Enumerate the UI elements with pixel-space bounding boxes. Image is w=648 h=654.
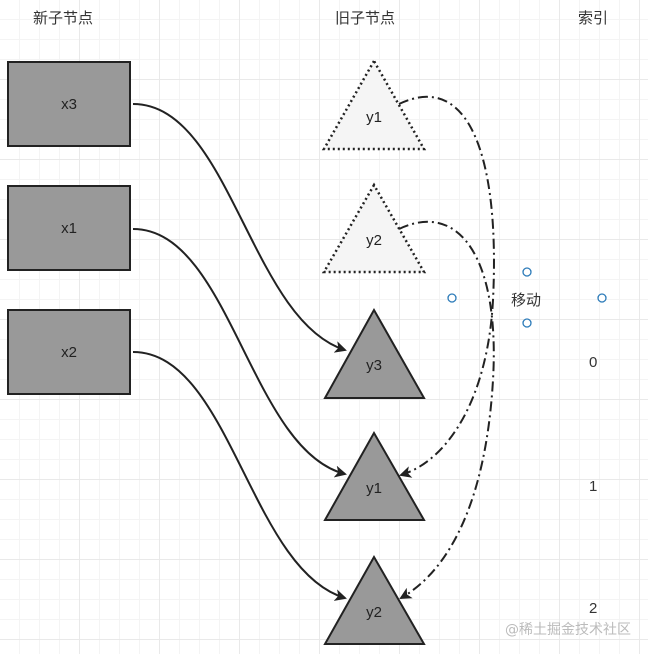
old-node-ghost-y1[interactable]: y1	[321, 58, 427, 151]
new-node-label: x2	[61, 343, 77, 361]
ghost-label: y1	[366, 109, 382, 126]
move-edge-y2	[398, 220, 495, 599]
handle-left	[447, 293, 457, 303]
new-node-label: x3	[61, 95, 77, 113]
header-index: 索引	[578, 9, 609, 27]
index-2: 2	[589, 600, 598, 617]
edge-x3-y3	[132, 103, 347, 353]
edge-x1-y1	[132, 228, 347, 478]
index-1: 1	[589, 478, 598, 495]
header-old-children: 旧子节点	[335, 9, 396, 27]
handle-right	[597, 293, 607, 303]
new-node-label: x1	[61, 219, 77, 237]
old-node-label: y3	[366, 357, 382, 374]
old-node-y2[interactable]: y2	[323, 554, 426, 645]
handle-bottom	[522, 318, 532, 328]
old-node-label: y2	[366, 604, 382, 621]
watermark: @稀土掘金技术社区	[505, 622, 631, 638]
move-edge-y1	[398, 95, 495, 478]
old-node-y1[interactable]: y1	[323, 430, 426, 521]
handle-top	[522, 267, 532, 277]
old-node-label: y1	[366, 480, 382, 497]
header-new-children: 新子节点	[33, 9, 94, 27]
new-node-x2[interactable]: x2	[7, 309, 131, 395]
move-label[interactable]: 移动	[511, 291, 542, 309]
new-node-x1[interactable]: x1	[7, 185, 131, 271]
index-0: 0	[589, 354, 598, 371]
edge-x2-y2	[132, 351, 347, 601]
new-node-x3[interactable]: x3	[7, 61, 131, 147]
old-node-ghost-y2[interactable]: y2	[321, 182, 427, 274]
ghost-label: y2	[366, 232, 382, 249]
old-node-y3[interactable]: y3	[323, 307, 426, 399]
